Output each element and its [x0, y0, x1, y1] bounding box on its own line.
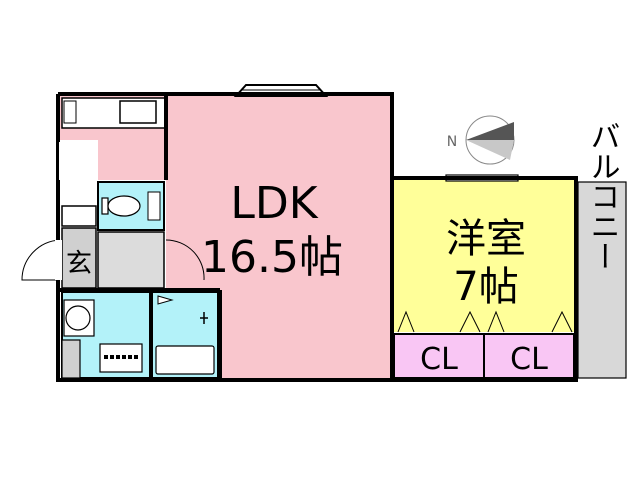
- ldk-floor: [60, 96, 390, 378]
- toilet-sink: [147, 191, 161, 221]
- closet-1-label: CL: [420, 342, 458, 377]
- toilet-tank: [101, 197, 109, 215]
- kitchen-stove: [63, 100, 77, 124]
- ldk-name: LDK: [230, 178, 318, 229]
- closet-door-marks: [397, 310, 573, 333]
- ldk-room: LDK 16.5帖: [60, 96, 390, 378]
- closet-1-floor: [393, 333, 485, 379]
- shower-faucet-icon: [200, 312, 208, 324]
- compass: N: [447, 115, 515, 165]
- western-size: 7帖: [453, 264, 518, 310]
- western-floor: [394, 180, 574, 332]
- compass-needle-dark: [466, 122, 514, 140]
- bathroom: [151, 291, 219, 379]
- entrance-door-opening: [55, 240, 62, 280]
- compass-north-label: N: [447, 134, 457, 150]
- washbasin: [65, 305, 91, 331]
- left-small-room: [61, 339, 81, 379]
- bath-drain-mark: [157, 295, 174, 305]
- compass-needle-light: [466, 140, 514, 160]
- balcony-label: バルコニー: [585, 121, 620, 271]
- hallway-door-swing: [165, 239, 205, 281]
- kitchen-sink: [119, 100, 157, 124]
- toilet-bowl: [107, 195, 141, 217]
- entrance-door-swing: [21, 239, 61, 281]
- washing-machine-marks: [104, 355, 138, 359]
- entrance-label: 玄: [66, 249, 92, 279]
- balcony: バルコニー: [577, 121, 627, 379]
- ldk-size: 16.5帖: [201, 232, 343, 283]
- walls: [56, 92, 578, 382]
- closet-2-label: CL: [510, 342, 548, 377]
- western-room: 洋室 7帖: [394, 174, 574, 333]
- toilet-room: [97, 181, 165, 231]
- closet-2: CL: [483, 333, 575, 379]
- bathtub: [155, 345, 215, 375]
- outer-wall-main: [56, 92, 578, 382]
- closet-1: CL: [393, 333, 485, 379]
- shoe-storage: [61, 205, 97, 227]
- western-name: 洋室: [446, 216, 526, 262]
- balcony-floor: [577, 181, 627, 379]
- hallway-floor: [97, 231, 165, 289]
